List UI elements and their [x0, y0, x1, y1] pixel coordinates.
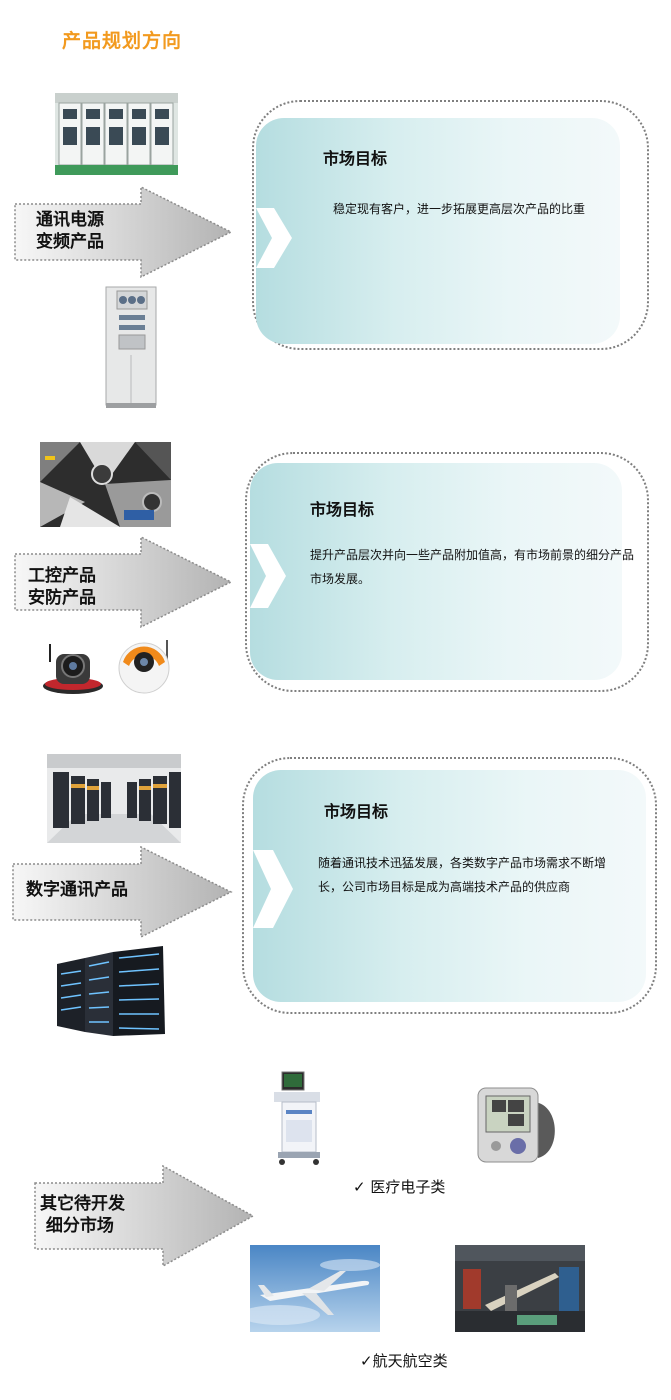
category-aerospace: ✓航天航空类: [360, 1352, 448, 1370]
market-goal-panel-3: [253, 770, 646, 1002]
data-center-photo: [47, 754, 181, 843]
page-title: 产品规划方向: [62, 30, 183, 52]
arrow-label-industrial-security: 工控产品 安防产品: [28, 566, 96, 608]
market-goal-frame-2: [245, 452, 649, 692]
security-collage-photo: [40, 442, 171, 527]
panel-title-1: 市场目标: [323, 149, 388, 168]
arrow-other-markets: [34, 1165, 256, 1267]
arrow-label-other-markets: 其它待开发 细分市场: [40, 1194, 125, 1236]
panel-title-2: 市场目标: [310, 500, 375, 519]
ip-camera-photo: [40, 640, 104, 696]
arrow-telecom-power: [14, 186, 234, 278]
panel-notch-3: [253, 850, 293, 928]
arrow-label-telecom-power: 通讯电源 变频产品: [36, 210, 104, 252]
market-goal-frame-3: [242, 757, 657, 1014]
arrow-label-digital-comm: 数字通讯产品: [26, 880, 128, 900]
aerospace-lab-photo: [455, 1245, 585, 1332]
panel-text-2: 提升产品层次并向一些产品附加值高，有市场前景的细分产品市场发展。: [310, 548, 635, 586]
dome-camera-photo: [115, 636, 173, 696]
market-goal-panel-1: [256, 118, 620, 344]
panel-text-3: 随着通讯技术迅猛发展，各类数字产品市场需求不断增长，公司市场目标是成为高端技术产…: [318, 856, 607, 894]
arrow-digital-comm: [12, 846, 234, 938]
power-cabinet-room-photo: [55, 93, 178, 175]
airplane-photo: [250, 1245, 380, 1332]
market-goal-frame-1: [252, 100, 649, 350]
server-rack-photo: [55, 944, 168, 1039]
market-goal-panel-2: [250, 463, 622, 680]
power-cabinet-photo: [103, 285, 159, 410]
arrow-industrial-security: [14, 536, 234, 628]
panel-text-1: 稳定现有客户，进一步拓展更高层次产品的比重: [333, 202, 586, 216]
panel-notch-1: [256, 208, 292, 268]
panel-notch-2: [250, 544, 286, 608]
medical-device-photo: [268, 1070, 326, 1166]
blood-pressure-monitor-photo: [472, 1082, 562, 1170]
panel-title-3: 市场目标: [324, 802, 389, 821]
category-medical-electronics: ✓ 医疗电子类: [353, 1178, 446, 1196]
